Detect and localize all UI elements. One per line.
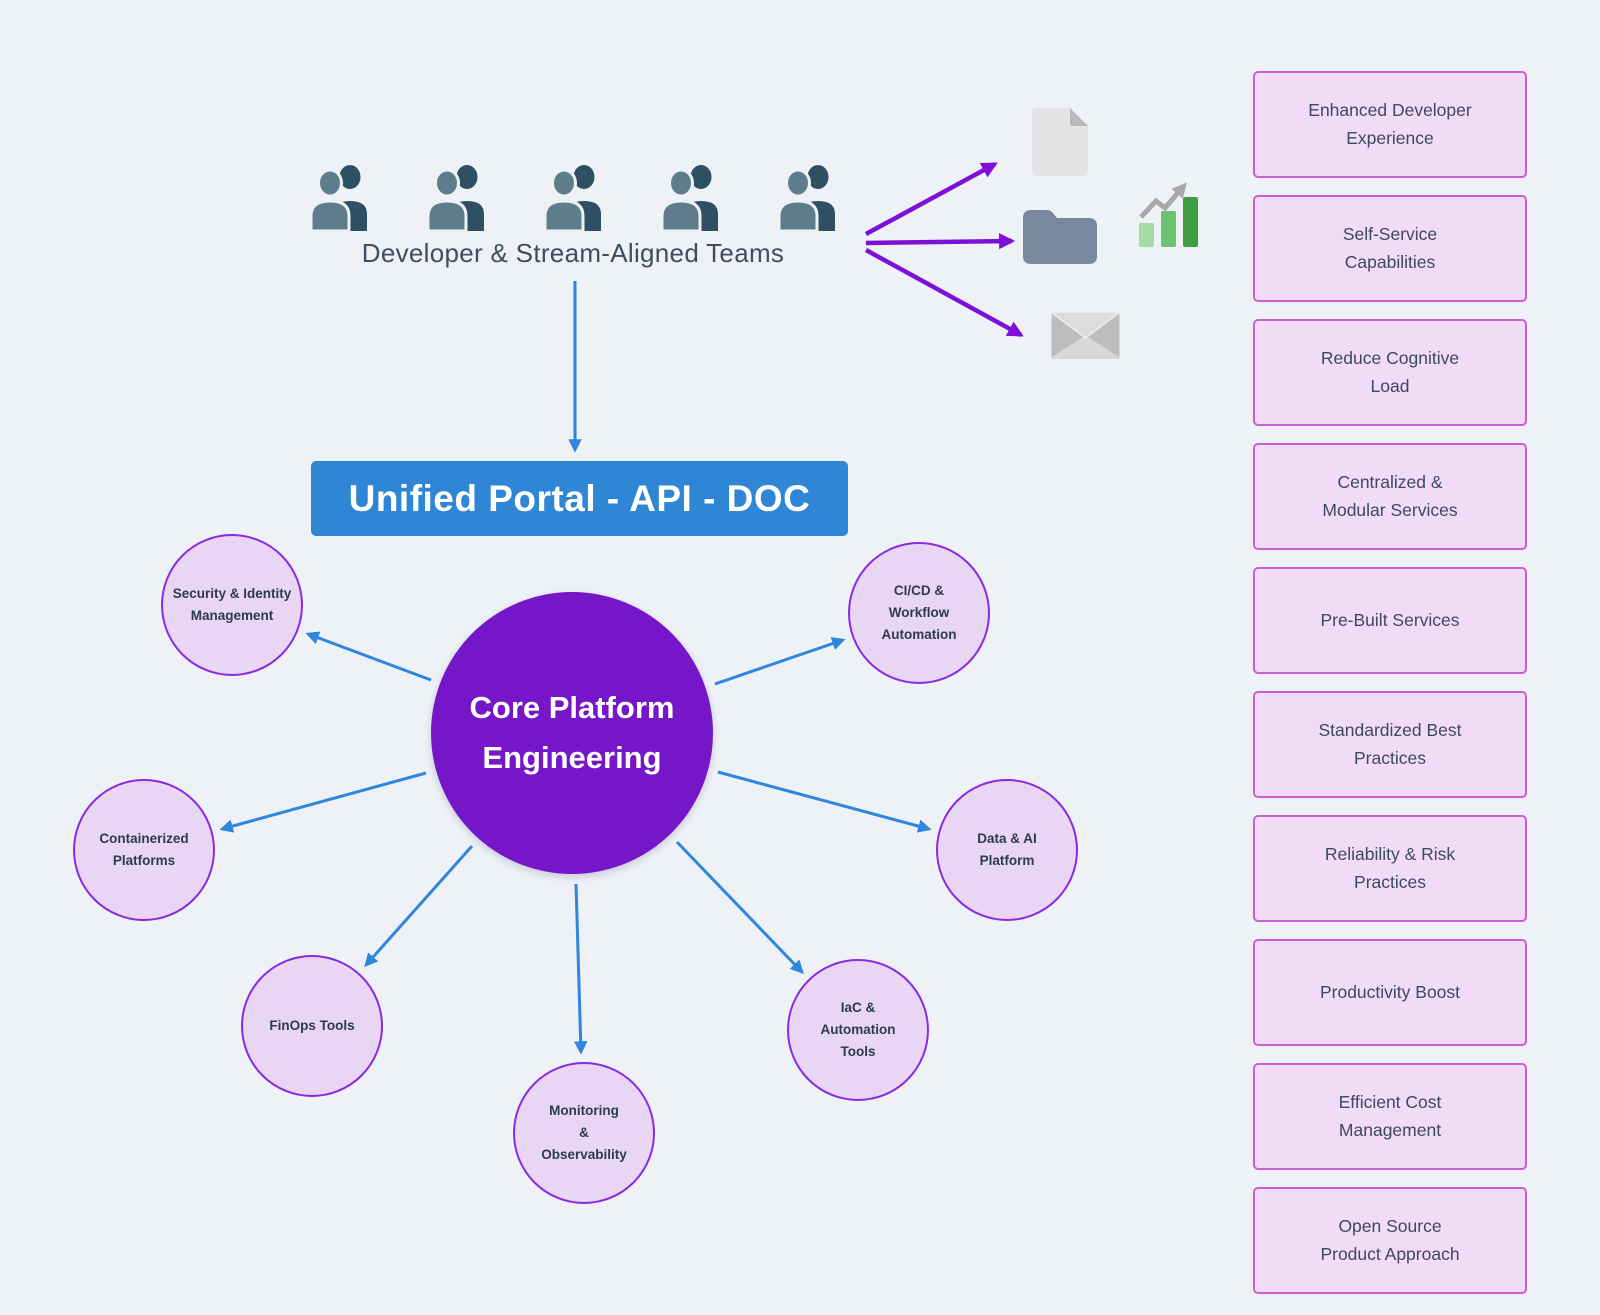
benefit-card-productivity-boost: Productivity Boost	[1253, 939, 1527, 1046]
satellite-data-ai-platform: Data & AI Platform	[936, 779, 1078, 921]
benefit-card-reliability-risk-practices: Reliability & Risk Practices	[1253, 815, 1527, 922]
benefit-card-reduce-cognitive-load: Reduce Cognitive Load	[1253, 319, 1527, 426]
envelope-icon	[1051, 312, 1120, 359]
benefit-card-enhanced-developer-experience: Enhanced Developer Experience	[1253, 71, 1527, 178]
arrow-teams-to-envelope	[864, 248, 1024, 337]
arrow-teams-to-folder	[865, 233, 1016, 250]
satellite-monitoring-observability: Monitoring & Observability	[513, 1062, 655, 1204]
arrow-core-to-dataai	[717, 770, 932, 833]
growth-chart-icon	[1139, 182, 1198, 247]
team-icon	[543, 165, 601, 232]
team-icons-row	[306, 158, 840, 232]
core-platform-engineering-hub: Core Platform Engineering	[431, 592, 713, 874]
benefit-card-pre-built-services: Pre-Built Services	[1253, 567, 1527, 674]
benefit-card-centralized-modular-services: Centralized & Modular Services	[1253, 443, 1527, 550]
document-icon	[1032, 108, 1088, 176]
satellite-containerized-platforms: Containerized Platforms	[73, 779, 215, 921]
satellite-iac-automation-tools: IaC & Automation Tools	[787, 959, 929, 1101]
arrow-core-to-iac	[675, 840, 804, 974]
arrow-teams-to-document	[864, 162, 998, 236]
satellite-finops-tools: FinOps Tools	[241, 955, 383, 1097]
folder-icon	[1023, 210, 1097, 264]
benefits-column: Enhanced Developer Experience Self-Servi…	[1253, 71, 1527, 1294]
team-icon	[777, 165, 835, 232]
team-icon	[426, 165, 484, 232]
arrow-core-to-monitoring	[573, 883, 588, 1055]
arrow-core-to-containerized	[219, 771, 427, 833]
arrow-core-to-security	[305, 631, 432, 682]
team-icon	[309, 165, 367, 232]
arrow-core-to-cicd	[714, 637, 846, 686]
satellite-cicd-workflow-automation: CI/CD & Workflow Automation	[848, 542, 990, 684]
team-icon	[660, 165, 718, 232]
benefit-card-efficient-cost-management: Efficient Cost Management	[1253, 1063, 1527, 1170]
arrow-core-to-finops	[364, 845, 474, 968]
benefit-card-self-service-capabilities: Self-Service Capabilities	[1253, 195, 1527, 302]
benefit-card-open-source-product-approach: Open Source Product Approach	[1253, 1187, 1527, 1294]
teams-label: Developer & Stream-Aligned Teams	[361, 238, 785, 268]
satellite-security-identity-management: Security & Identity Management	[161, 534, 303, 676]
benefit-card-standardized-best-practices: Standardized Best Practices	[1253, 691, 1527, 798]
unified-portal-banner: Unified Portal - API - DOC	[311, 461, 848, 536]
